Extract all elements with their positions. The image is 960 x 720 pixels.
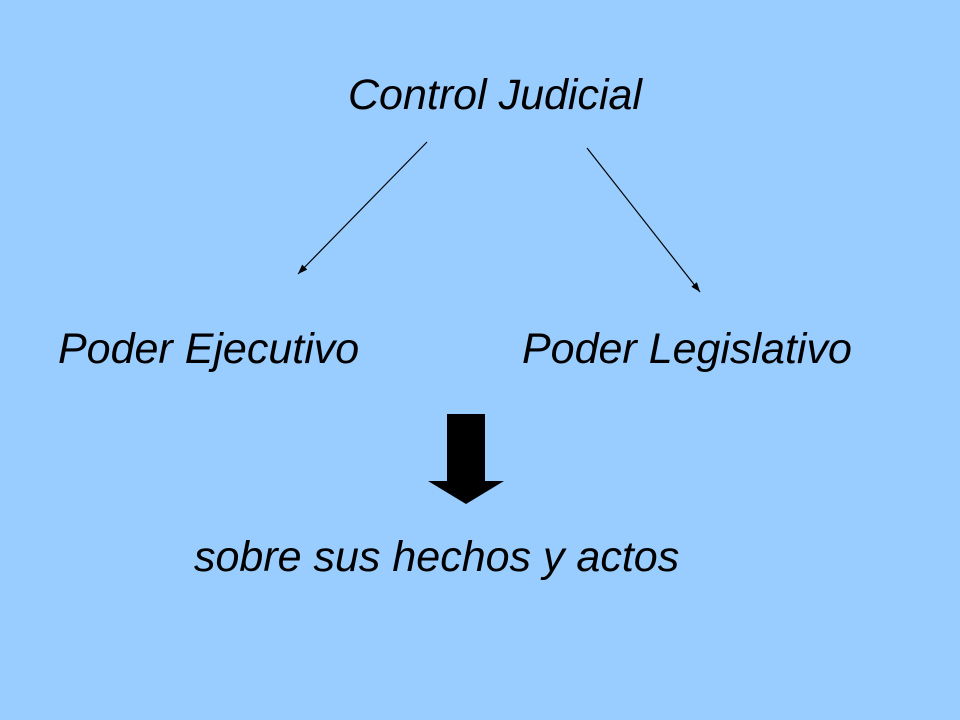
poder-ejecutivo-node: Poder Ejecutivo xyxy=(58,325,360,373)
down-arrow-icon xyxy=(428,414,504,504)
poder-legislativo-node: Poder Legislativo xyxy=(522,325,852,373)
arrow-to-poder-legislativo-icon xyxy=(586,147,701,293)
arrow-to-poder-ejecutivo-icon xyxy=(297,141,428,275)
diagram-title: Control Judicial xyxy=(348,71,642,119)
result-text: sobre sus hechos y actos xyxy=(194,533,680,581)
